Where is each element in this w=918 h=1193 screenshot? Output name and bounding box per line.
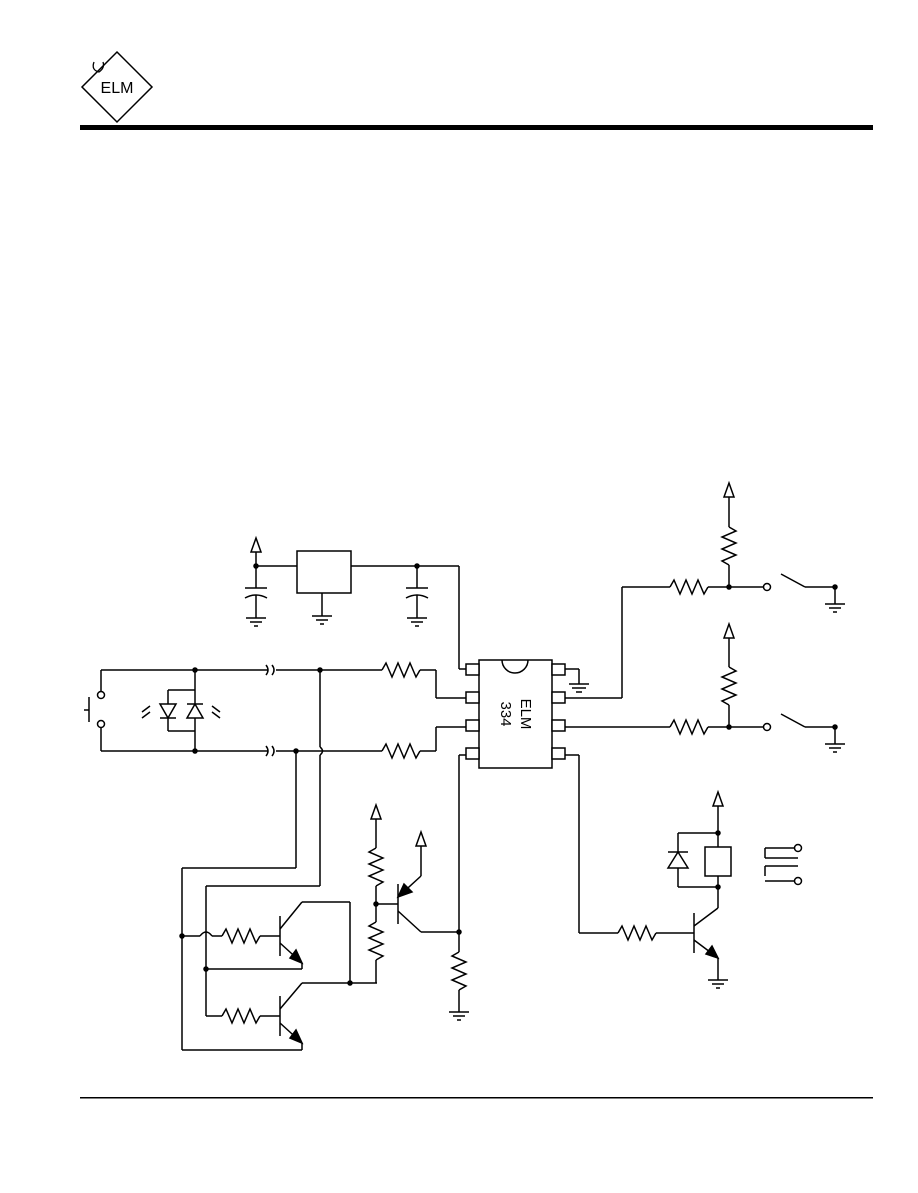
transistor-network — [179, 670, 470, 1051]
vcc-arrow-regulator — [250, 537, 262, 567]
ic-label-line2: 334 — [497, 701, 514, 726]
relay-driver — [565, 754, 803, 989]
voltage-regulator — [296, 550, 352, 594]
elm334-chip — [465, 659, 566, 769]
ic-label: ELM 334 — [497, 699, 534, 730]
logo-text: ELM — [101, 80, 134, 97]
remote-pushbutton — [84, 661, 466, 760]
schematic — [84, 482, 846, 1051]
input-switch-1 — [565, 482, 846, 699]
power-supply — [244, 537, 466, 670]
header-rule — [80, 125, 873, 130]
ic-label-line1: ELM — [517, 699, 534, 730]
input-switch-2 — [565, 623, 846, 753]
footer-rule — [80, 1097, 873, 1099]
elm-logo: ELM — [80, 50, 154, 124]
